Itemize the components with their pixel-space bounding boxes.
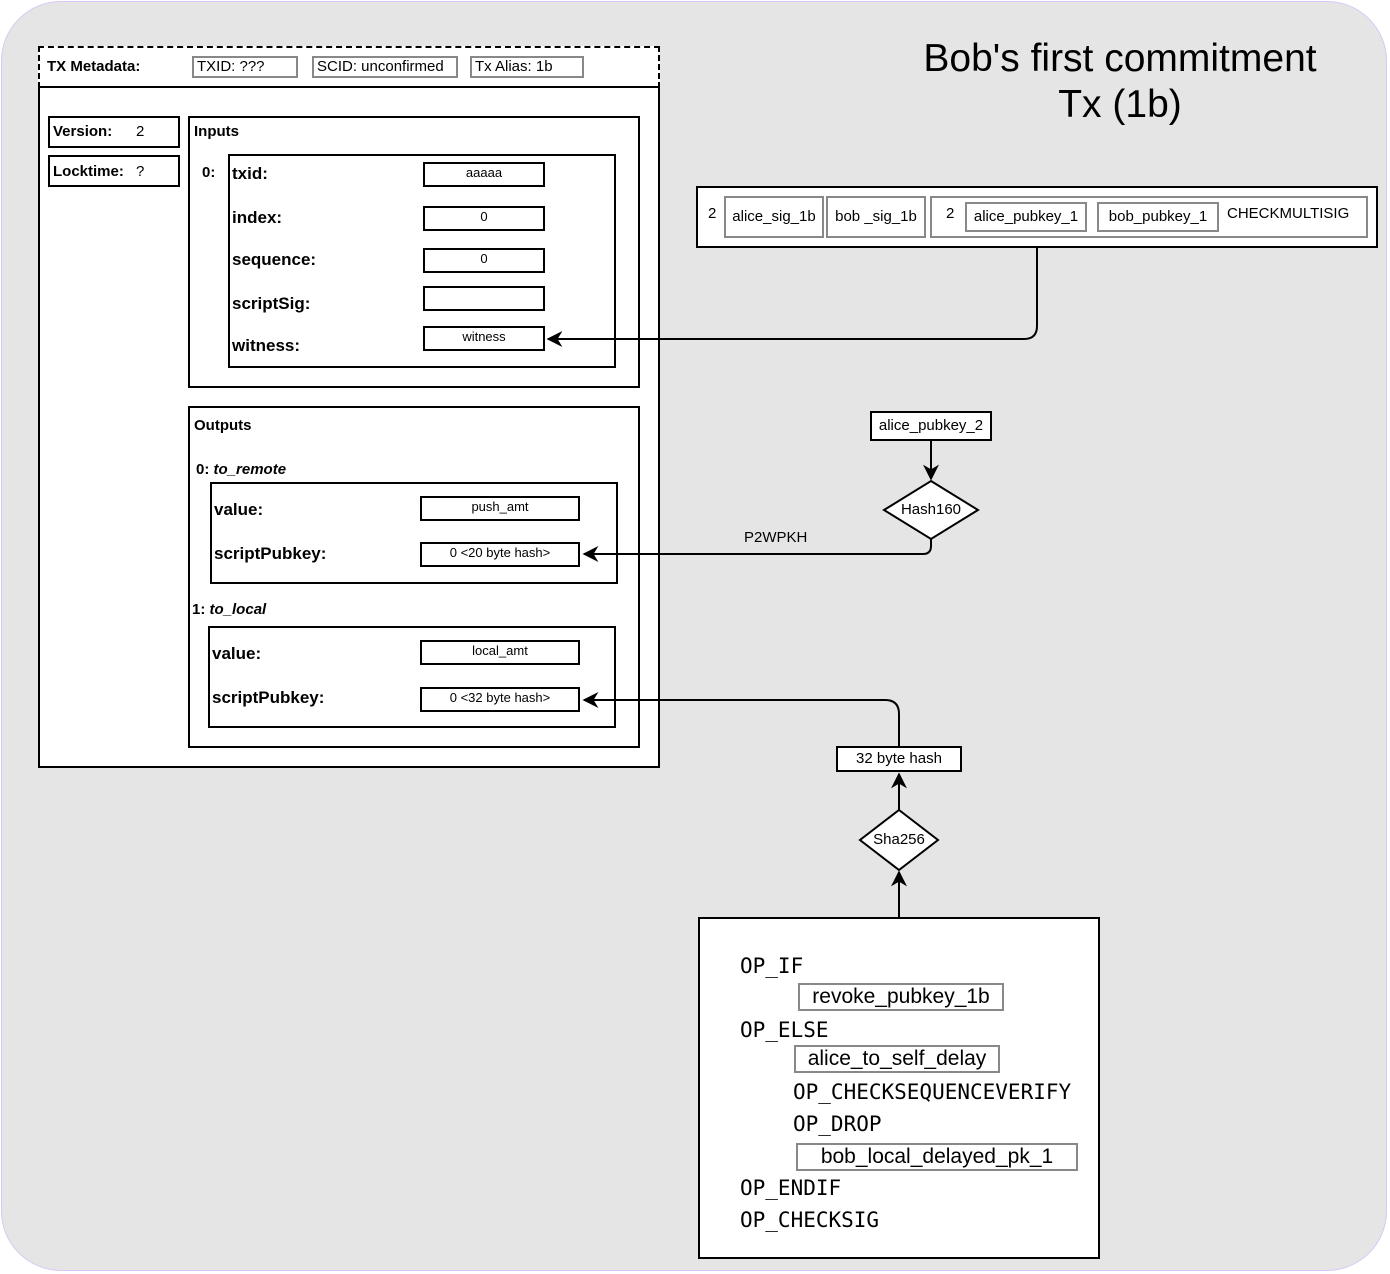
locktime-value: ? [136, 163, 145, 180]
op-endif: OP_ENDIF [740, 1176, 842, 1200]
p2wpkh-label: P2WPKH [744, 529, 808, 546]
input-txid-value: aaaaa [423, 162, 545, 187]
op-drop: OP_DROP [793, 1112, 882, 1136]
input-scriptsig-value [423, 286, 545, 311]
input-sequence-value: 0 [423, 248, 545, 273]
inputs-heading: Inputs [194, 123, 239, 140]
bob-sig-chip: bob _sig_1b [826, 196, 926, 238]
output-name: to_local [209, 601, 267, 618]
op-else: OP_ELSE [740, 1018, 829, 1042]
txid-chip: TXID: ??? [192, 56, 298, 78]
output-index: 0: [196, 461, 210, 478]
op-checksig: OP_CHECKSIG [740, 1208, 880, 1232]
version-label: Version: [53, 123, 113, 140]
output-1-scriptpubkey: 0 <32 byte hash> [420, 687, 580, 712]
32-byte-hash-node: 32 byte hash [836, 746, 962, 772]
revoke-pubkey-chip: revoke_pubkey_1b [798, 983, 1004, 1011]
scid-chip: SCID: unconfirmed [312, 56, 458, 78]
output-name: to_remote [213, 461, 287, 478]
output-0-value: push_amt [420, 496, 580, 521]
output-0-header: 0: to_remote [196, 461, 286, 478]
title-line-1: Bob's first commitment [923, 37, 1317, 80]
title-line-2: Tx (1b) [1058, 83, 1182, 126]
output-1-value: local_amt [420, 640, 580, 665]
input-index-value: 0 [423, 206, 545, 231]
version-value: 2 [136, 123, 145, 140]
sig-count: 2 [708, 205, 717, 222]
key-count: 2 [946, 205, 955, 222]
outputs-heading: Outputs [194, 417, 252, 434]
output-0-scriptpubkey: 0 <20 byte hash> [420, 542, 580, 567]
input-index-label: 0: [202, 164, 216, 181]
output-spk-label: scriptPubkey: [214, 544, 327, 563]
input-field-label: index: [232, 208, 283, 227]
bob-pubkey-chip: bob_pubkey_1 [1097, 202, 1219, 232]
metadata-label: TX Metadata: [47, 58, 141, 75]
checkmultisig-op: CHECKMULTISIG [1227, 205, 1350, 222]
input-witness-value: witness [423, 326, 545, 351]
op-if: OP_IF [740, 954, 804, 978]
output-spk-label: scriptPubkey: [212, 688, 325, 707]
delayed-pubkey-chip: bob_local_delayed_pk_1 [796, 1143, 1078, 1171]
output-index: 1: [192, 601, 206, 618]
output-value-label: value: [214, 500, 264, 519]
diagram-title: Bob's first commitment Tx (1b) [900, 36, 1340, 128]
tx-alias-chip: Tx Alias: 1b [470, 56, 584, 78]
alice-sig-chip: alice_sig_1b [724, 196, 824, 238]
to-local-script-box [698, 917, 1100, 1259]
sha256-label: Sha256 [873, 831, 925, 848]
input-field-label: witness: [232, 336, 301, 355]
input-field-label: txid: [232, 164, 268, 183]
output-1-header: 1: to_local [192, 601, 266, 618]
input-field-label: sequence: [232, 250, 317, 269]
to-self-delay-chip: alice_to_self_delay [794, 1045, 1000, 1073]
alice-pubkey-chip: alice_pubkey_1 [965, 202, 1087, 232]
op-checksequenceverify: OP_CHECKSEQUENCEVERIFY [793, 1080, 1072, 1104]
input-field-label: scriptSig: [232, 294, 311, 313]
hash160-label: Hash160 [900, 501, 962, 518]
version-box [48, 116, 180, 148]
locktime-box [48, 155, 180, 187]
output-value-label: value: [212, 644, 262, 663]
alice-pubkey-2-node: alice_pubkey_2 [870, 411, 992, 441]
locktime-label: Locktime: [53, 163, 124, 180]
